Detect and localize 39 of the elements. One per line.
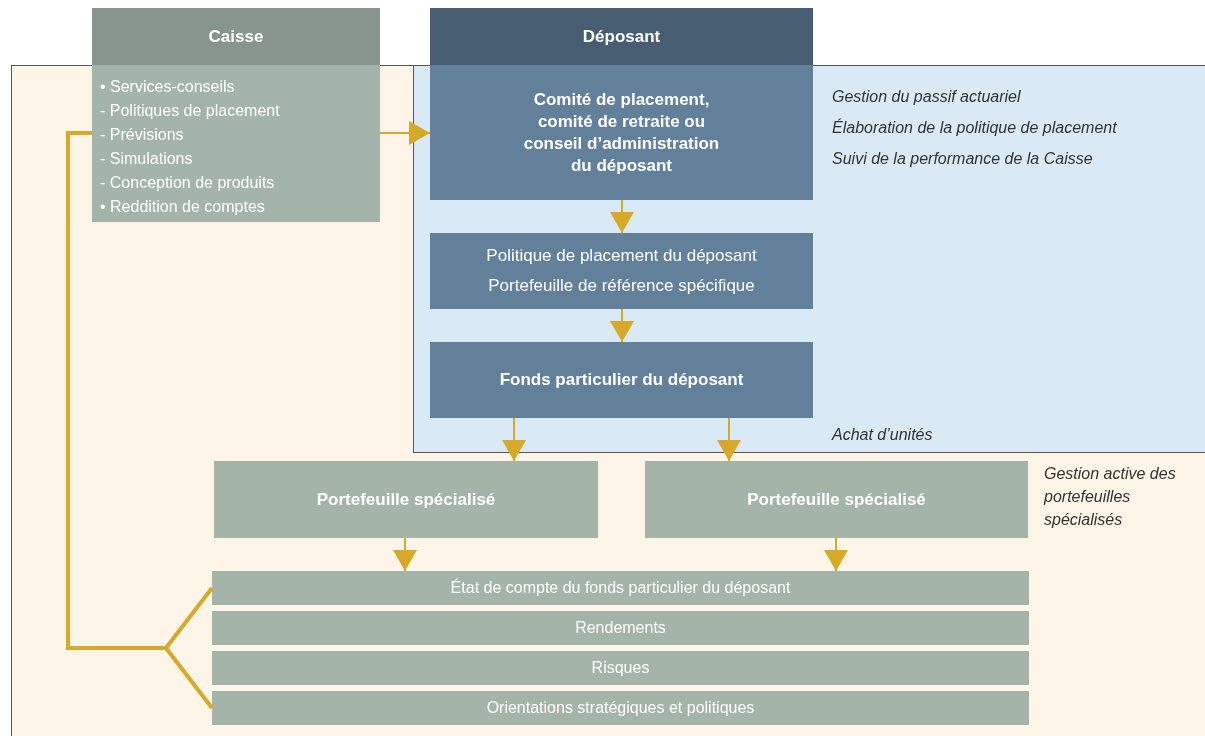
box-text: Politique de placement du déposant	[486, 245, 757, 267]
box-text: Rendements	[575, 618, 666, 638]
annotation-text: Élaboration de la politique de placement	[832, 119, 1117, 137]
process-box	[430, 233, 813, 309]
group-heading: Déposant	[430, 8, 813, 65]
annotation-text: Achat d’unités	[832, 426, 933, 444]
report-bar	[212, 651, 1029, 685]
report-bar	[212, 611, 1029, 645]
annotation-text: Gestion du passif actuariel	[832, 88, 1021, 106]
process-box	[430, 342, 813, 418]
box-text: Orientations stratégiques et politiques	[486, 698, 755, 718]
arrow	[379, 121, 431, 145]
annotation-text: Gestion active des portefeuilles spécialisés	[1044, 464, 1177, 530]
box-text: Portefeuille spécialisé	[747, 488, 926, 511]
arrow	[393, 537, 417, 572]
portfolio-box	[214, 461, 598, 538]
box-text: Fonds particulier du déposant	[499, 369, 744, 391]
arrow	[717, 417, 741, 462]
arrow	[824, 537, 848, 572]
list-item: - Prévisions	[100, 125, 184, 145]
arrow	[610, 199, 634, 234]
box-text: État de compte du fonds particulier du déposant	[450, 577, 791, 598]
report-bar	[212, 691, 1029, 725]
report-bar	[212, 571, 1029, 605]
list-item: - Simulations	[100, 149, 193, 169]
group-heading: Caisse	[92, 8, 380, 65]
list-item: • Reddition de comptes	[100, 197, 265, 217]
portfolio-box	[645, 461, 1028, 538]
annotation-text: Suivi de la performance de la Caisse	[832, 150, 1093, 168]
list-item: - Politiques de placement	[100, 101, 280, 121]
process-box	[430, 65, 813, 200]
list-item: • Services-conseils	[100, 77, 235, 97]
box-text: Portefeuille de référence spécifique	[488, 275, 755, 297]
box-text: Portefeuille spécialisé	[316, 488, 496, 511]
box-text: Comité de placement, comité de retraite ou conseil d’administration du déposant	[522, 88, 721, 177]
arrow	[610, 308, 634, 343]
list-item: - Conception de produits	[100, 173, 275, 193]
box-text: Risques	[591, 658, 650, 678]
arrow	[502, 417, 526, 462]
